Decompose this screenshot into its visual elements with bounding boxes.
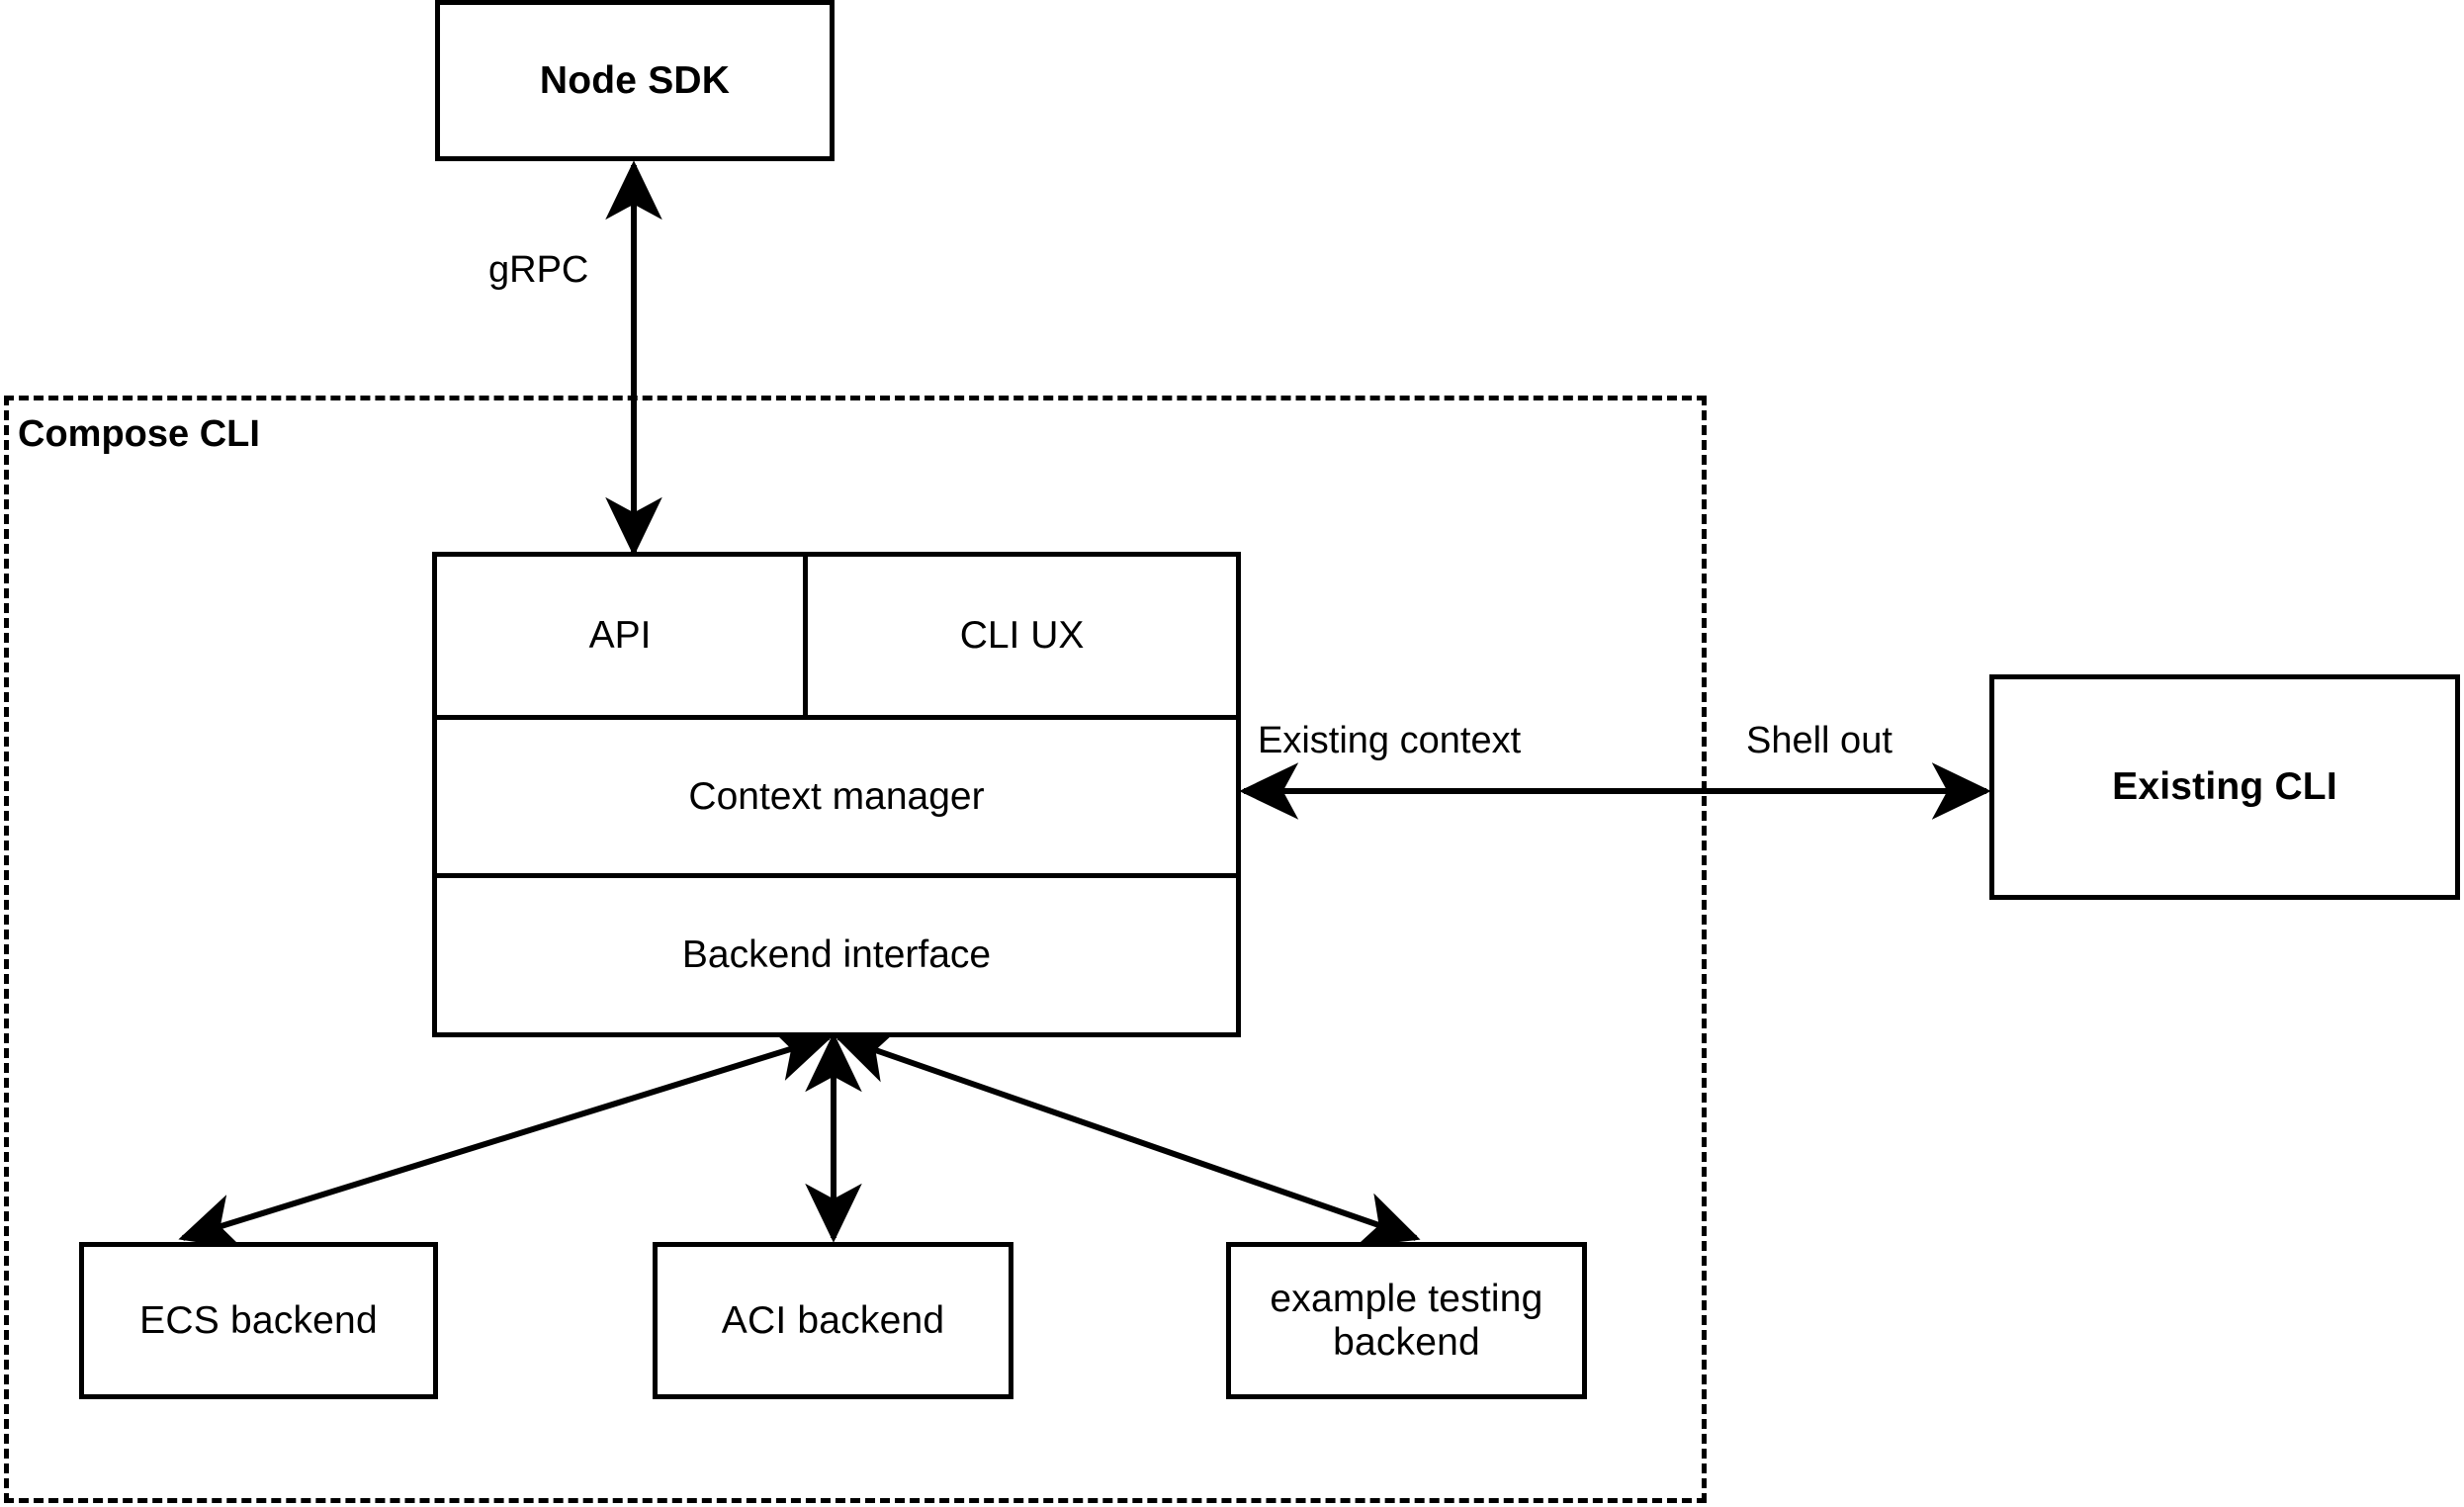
node-label-node-sdk: Node SDK: [539, 58, 731, 102]
edge-label-grpc: gRPC: [488, 249, 589, 291]
stack-cell-label-api: API: [588, 614, 652, 657]
node-label-example-testing-backend: example testing backend: [1270, 1277, 1543, 1364]
stack-cell-api[interactable]: API: [437, 557, 809, 715]
edge-backend-example-line: [834, 1027, 1421, 1248]
stack-cell-cli-ux[interactable]: CLI UX: [808, 557, 1236, 715]
node-label-existing-cli: Existing CLI: [2112, 765, 2337, 809]
node-box-ecs-backend[interactable]: ECS backend: [79, 1242, 438, 1399]
node-label-ecs-backend: ECS backend: [139, 1298, 378, 1342]
stack-cell-label-cli-ux: CLI UX: [959, 614, 1085, 657]
stack-cell-label-context-manager: Context manager: [688, 774, 985, 818]
stack-cell-backend-interface[interactable]: Backend interface: [437, 878, 1236, 1032]
edge-label-shell-out: Shell out: [1746, 720, 1892, 761]
stack-row-context-manager: Context manager: [437, 720, 1236, 878]
compose-cli-stack: API CLI UX Context manager Backend inter…: [432, 552, 1241, 1037]
compose-cli-group-title: Compose CLI: [18, 413, 260, 455]
node-label-aci-backend: ACI backend: [721, 1298, 945, 1342]
stack-cell-context-manager[interactable]: Context manager: [437, 720, 1236, 873]
node-box-node-sdk[interactable]: Node SDK: [435, 0, 835, 161]
node-box-example-testing-backend[interactable]: example testing backend: [1226, 1242, 1587, 1399]
node-box-aci-backend[interactable]: ACI backend: [653, 1242, 1013, 1399]
edge-backend-ecs-line: [178, 1025, 834, 1250]
stack-row-api-cliux: API CLI UX: [437, 557, 1236, 720]
stack-cell-label-backend-interface: Backend interface: [681, 933, 992, 976]
compose-cli-group-boundary: [4, 396, 1707, 1503]
node-box-existing-cli[interactable]: Existing CLI: [1989, 674, 2460, 900]
edge-label-existing-context: Existing context: [1258, 720, 1522, 761]
stack-row-backend-interface: Backend interface: [437, 878, 1236, 1032]
